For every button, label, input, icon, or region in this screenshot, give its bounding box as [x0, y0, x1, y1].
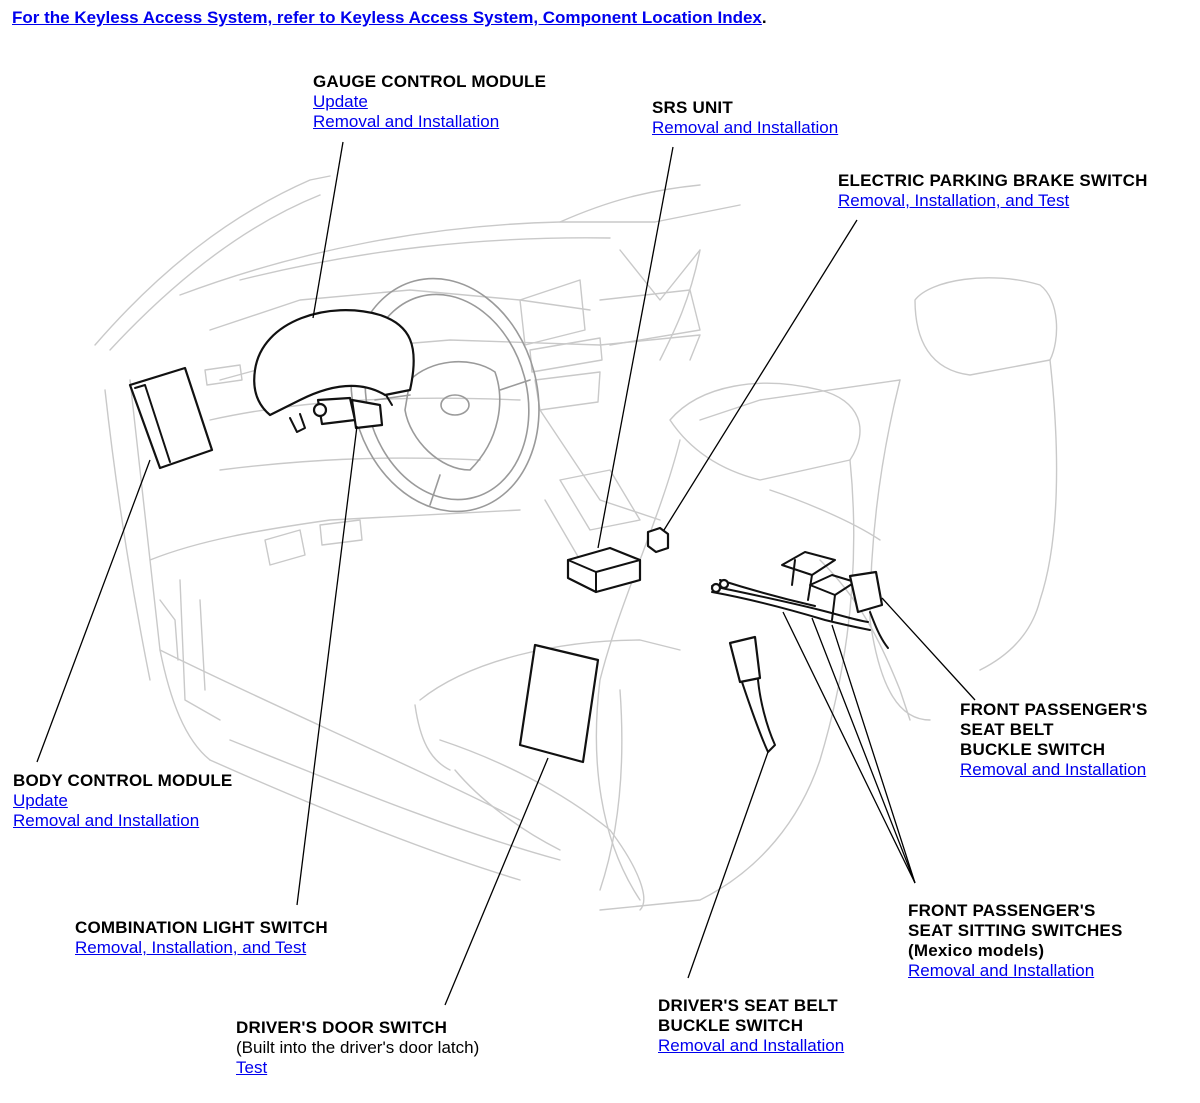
drivers-door-switch-title: DRIVER'S DOOR SWITCH — [236, 1018, 448, 1037]
seat-sitting-removal-link[interactable]: Removal and Installation — [908, 961, 1095, 980]
front-passenger-buckle-line3: BUCKLE SWITCH — [960, 740, 1106, 759]
drivers-buckle-part — [728, 635, 776, 753]
combination-light-switch-label: COMBINATION LIGHT SWITCH Removal, Instal… — [75, 918, 328, 958]
electric-parking-brake-switch-label: ELECTRIC PARKING BRAKE SWITCH Removal, I… — [838, 171, 1148, 211]
parking-brake-switch-part — [646, 526, 670, 554]
body-control-module-removal-link[interactable]: Removal and Installation — [13, 811, 200, 830]
seat-sitting-line3: (Mexico models) — [908, 941, 1045, 960]
body-control-module-update-link[interactable]: Update — [13, 791, 68, 810]
combination-light-switch-part — [312, 396, 384, 430]
seat-sitting-line1: FRONT PASSENGER'S — [908, 901, 1096, 920]
electric-parking-brake-switch-title: ELECTRIC PARKING BRAKE SWITCH — [838, 171, 1148, 190]
drivers-buckle-line2: BUCKLE SWITCH — [658, 1016, 804, 1035]
srs-unit-removal-link[interactable]: Removal and Installation — [652, 118, 839, 137]
keyless-access-reference: For the Keyless Access System, refer to … — [12, 8, 767, 28]
body-control-module-part — [128, 366, 214, 470]
seat-sitting-line2: SEAT SITTING SWITCHES — [908, 921, 1123, 940]
gauge-control-module-part — [253, 309, 415, 433]
front-passenger-buckle-removal-link[interactable]: Removal and Installation — [960, 760, 1147, 779]
drivers-door-switch-test-link[interactable]: Test — [236, 1058, 268, 1077]
vehicle-interior-outline — [94, 175, 1058, 911]
front-passenger-seat-belt-buckle-switch-label: FRONT PASSENGER'S SEAT BELT BUCKLE SWITC… — [960, 700, 1148, 780]
srs-unit-label: SRS UNIT Removal and Installation — [652, 98, 838, 138]
drivers-door-switch-note: (Built into the driver's door latch) — [236, 1038, 480, 1057]
body-control-module-label: BODY CONTROL MODULE Update Removal and I… — [13, 771, 232, 831]
combination-light-switch-title: COMBINATION LIGHT SWITCH — [75, 918, 328, 937]
drivers-buckle-removal-link[interactable]: Removal and Installation — [658, 1036, 845, 1055]
body-control-module-title: BODY CONTROL MODULE — [13, 771, 233, 790]
header-suffix: . — [761, 8, 767, 27]
front-passenger-buckle-line1: FRONT PASSENGER'S — [960, 700, 1148, 719]
combination-light-switch-link[interactable]: Removal, Installation, and Test — [75, 938, 307, 957]
front-passenger-seat-sitting-switches-label: FRONT PASSENGER'S SEAT SITTING SWITCHES … — [908, 901, 1123, 981]
seat-sitting-switches-part — [710, 551, 889, 649]
drivers-seat-belt-buckle-switch-label: DRIVER'S SEAT BELT BUCKLE SWITCH Removal… — [658, 996, 844, 1056]
front-passenger-buckle-line2: SEAT BELT — [960, 720, 1054, 739]
keyless-access-link[interactable]: For the Keyless Access System, refer to … — [12, 8, 762, 27]
gauge-control-module-label: GAUGE CONTROL MODULE Update Removal and … — [313, 72, 546, 132]
gauge-control-module-update-link[interactable]: Update — [313, 92, 368, 111]
electric-parking-brake-switch-link[interactable]: Removal, Installation, and Test — [838, 191, 1070, 210]
gauge-control-module-title: GAUGE CONTROL MODULE — [313, 72, 547, 91]
drivers-door-switch-part — [518, 643, 600, 764]
leader-lines — [36, 141, 976, 1006]
srs-unit-title: SRS UNIT — [652, 98, 733, 117]
gauge-control-module-removal-link[interactable]: Removal and Installation — [313, 112, 500, 131]
drivers-buckle-line1: DRIVER'S SEAT BELT — [658, 996, 838, 1015]
srs-unit-part — [566, 546, 642, 594]
drivers-door-switch-label: DRIVER'S DOOR SWITCH (Built into the dri… — [236, 1018, 479, 1078]
